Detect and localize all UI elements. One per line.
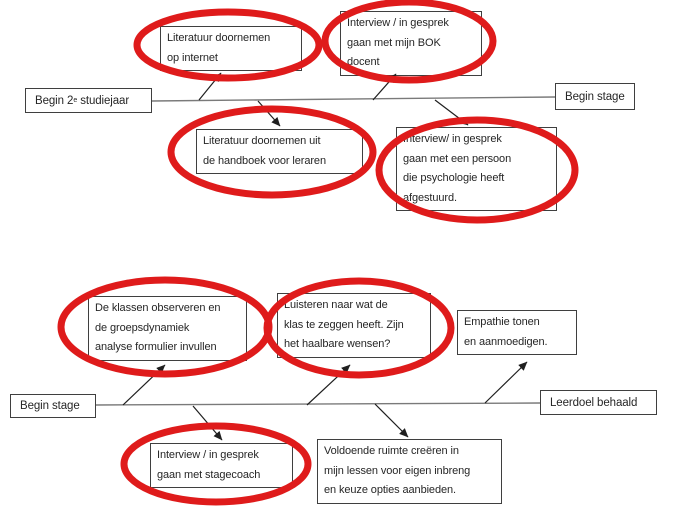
arrow-to-empathie-tonen (484, 361, 528, 404)
start-node-begin-stage: Begin stage (10, 394, 96, 418)
cause-box-interview-stagecoach: Interview / in gesprek gaan met stagecoa… (150, 443, 293, 488)
spine-line-bottom (95, 402, 541, 406)
arrow-to-literatuur-handboek (257, 100, 281, 127)
arrow-to-interview-persoon (434, 99, 469, 126)
arrow-to-klassen-observeren (122, 364, 166, 406)
cause-box-interview-bok-docent: Interview / in gesprek gaan met mijn BOK… (340, 11, 482, 76)
start-node-label-superscript: e (73, 97, 78, 104)
cause-box-literatuur-handboek: Literatuur doornemen uit de handboek voo… (196, 129, 363, 174)
start-node-label-prefix: Begin 2 (35, 94, 74, 107)
spine-line-top (151, 96, 556, 102)
cause-box-literatuur-internet: Literatuur doornemen op internet (160, 26, 302, 71)
end-node-label: Leerdoel behaald (550, 396, 638, 409)
end-node-begin-stage: Begin stage (555, 83, 635, 110)
arrow-to-luisteren-klas (306, 364, 351, 406)
arrow-to-literatuur-internet (198, 72, 222, 101)
arrow-to-voldoende-ruimte (374, 403, 409, 438)
cause-box-luisteren-klas: Luisteren naar wat de klas te zeggen hee… (277, 293, 431, 358)
start-node-label-suffix: studiejaar (77, 94, 130, 107)
cause-box-empathie-tonen: Empathie tonen en aanmoedigen. (457, 310, 577, 355)
cause-box-voldoende-ruimte: Voldoende ruimte creëren in mijn lessen … (317, 439, 502, 504)
start-node-label: Begin stage (20, 400, 80, 412)
arrow-to-interview-stagecoach (192, 405, 223, 441)
cause-box-interview-psychologie-persoon: Interview/ in gesprek gaan met een perso… (396, 127, 557, 211)
end-node-label: Begin stage (565, 90, 625, 103)
arrow-to-interview-bok (372, 73, 397, 101)
cause-box-klassen-observeren: De klassen observeren en de groepsdynami… (88, 296, 247, 361)
end-node-leerdoel-behaald: Leerdoel behaald (540, 390, 657, 415)
